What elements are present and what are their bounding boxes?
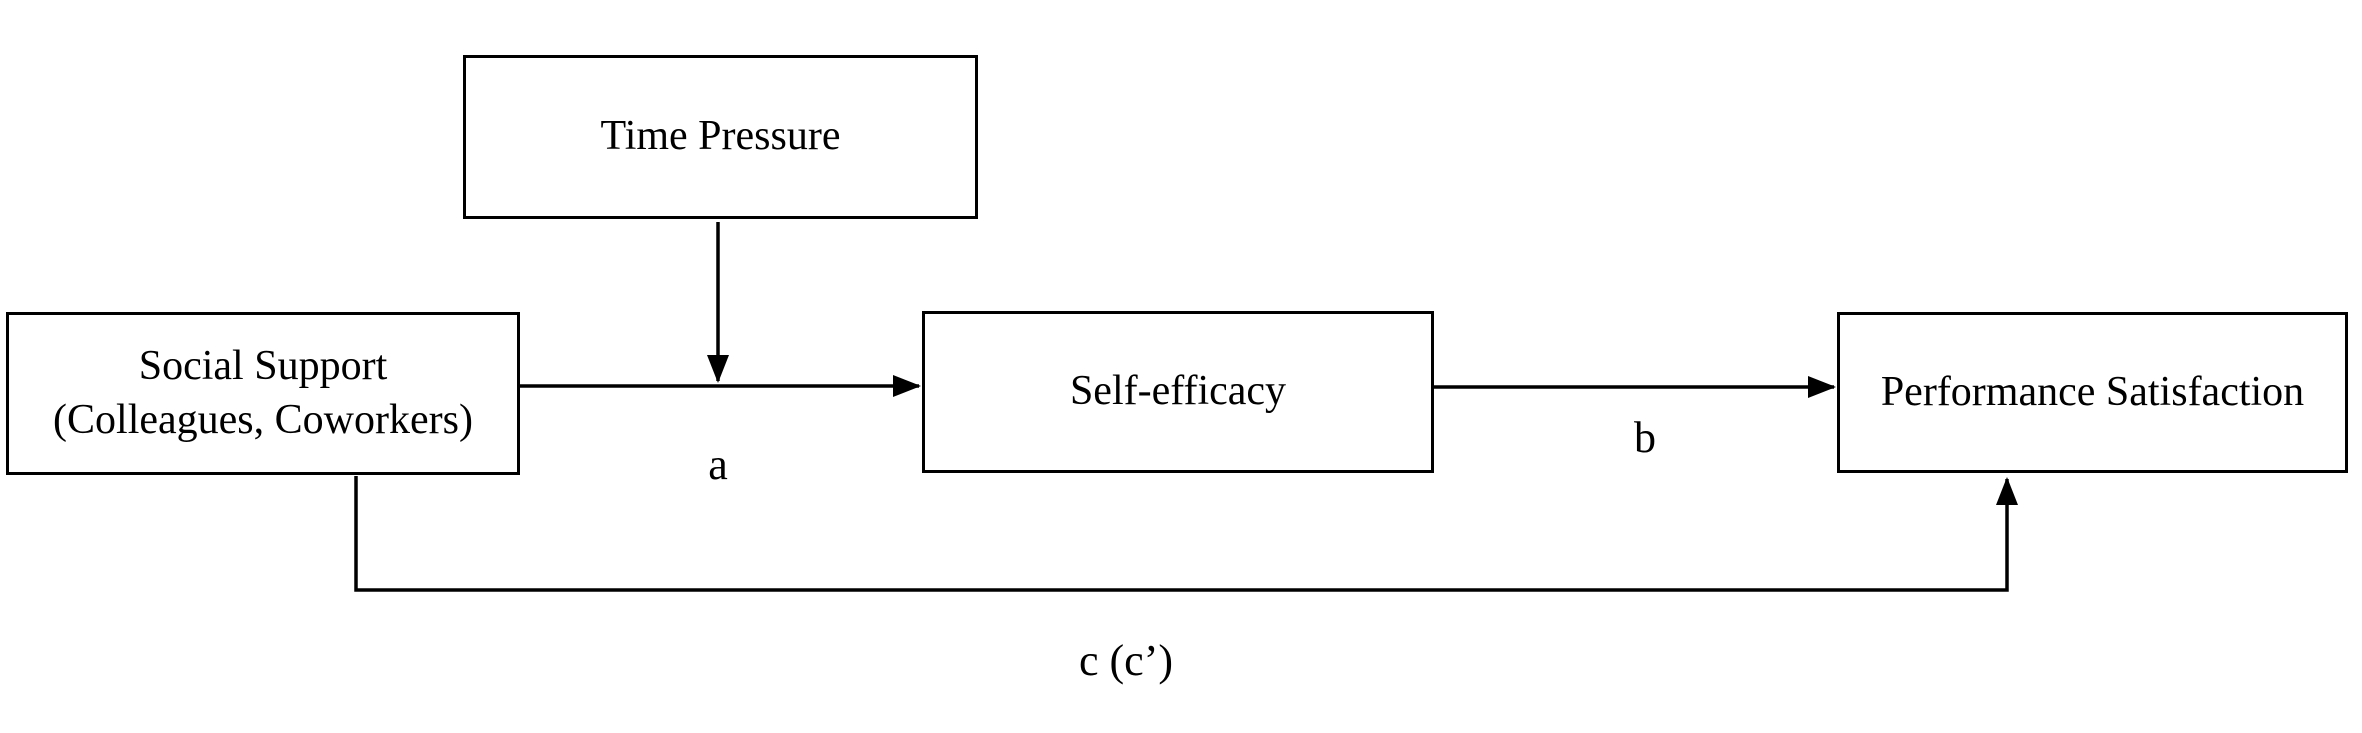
node-self-efficacy-label: Self-efficacy <box>1069 368 1287 415</box>
node-social-support-label-line1: Social Support <box>138 342 388 389</box>
node-self-efficacy: Self-efficacy <box>922 311 1434 473</box>
node-time-pressure: Time Pressure <box>463 55 978 219</box>
edge-label-c-cprime: c (c’) <box>1078 636 1174 685</box>
edge-label-a: a <box>708 440 728 489</box>
edge-label-b: b <box>1634 413 1656 462</box>
node-social-support: Social Support (Colleagues, Coworkers) <box>6 312 520 475</box>
arrow-c-path <box>354 476 2018 592</box>
node-performance-satisfaction-label: Performance Satisfaction <box>1880 368 2305 415</box>
node-time-pressure-label: Time Pressure <box>600 113 841 160</box>
node-social-support-label-line2: (Colleagues, Coworkers) <box>53 396 473 443</box>
node-performance-satisfaction: Performance Satisfaction <box>1837 312 2348 473</box>
